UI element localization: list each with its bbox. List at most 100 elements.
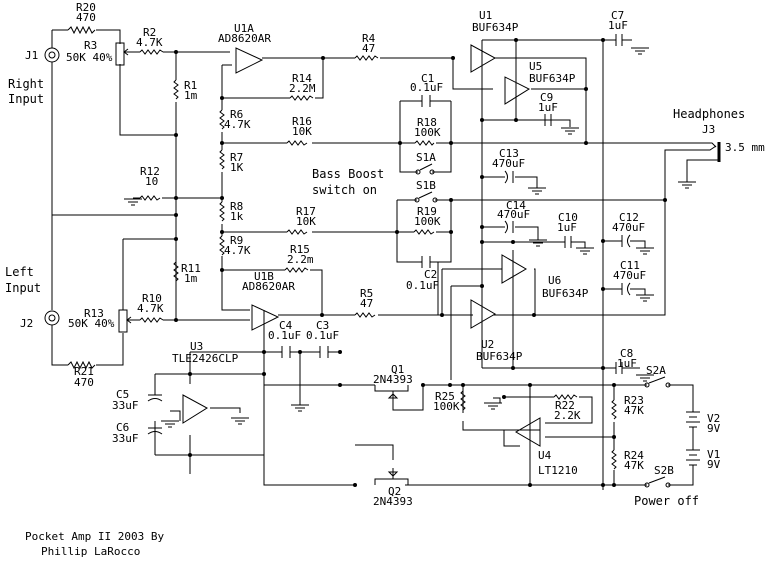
q1-ref-label: Q1: [391, 363, 404, 376]
r8-ref-label: R8: [230, 200, 243, 213]
u1-buffer-symbol: [470, 44, 497, 73]
r22-symbol: [553, 394, 578, 400]
c12-value-label: 470uF: [612, 221, 645, 234]
c12-symbol: [621, 234, 646, 248]
ground-icon: [635, 294, 655, 302]
u6-buffer-symbol: [501, 254, 527, 284]
j3-ref-label: J3: [702, 123, 715, 136]
r6-symbol: [219, 109, 225, 130]
r14-value-label: 2.2M: [289, 82, 316, 95]
u3-ref-label: U3: [190, 340, 203, 353]
ground-icon: [635, 247, 655, 255]
q2-ref-label: Q2: [388, 485, 401, 498]
r17-symbol: [286, 229, 308, 235]
r24-symbol: [611, 449, 617, 470]
r17-value-label: 10K: [296, 215, 316, 228]
ground-icon: [290, 404, 310, 412]
r4-symbol: [354, 55, 379, 61]
r23-value-label: 47K: [624, 404, 644, 417]
u1a-value-label: AD8620AR: [218, 32, 271, 45]
c3-value-label: 0.1uF: [306, 329, 339, 342]
r10-value-label: 4.7K: [137, 302, 164, 315]
r8-value-label: 1k: [230, 210, 244, 223]
r3-ref-label: R3: [84, 39, 97, 52]
r15-ref-label: R15: [290, 243, 310, 256]
r12-ref-label: R12: [140, 165, 160, 178]
r18-ref-label: R18: [417, 116, 437, 129]
j3-headphone-jack-symbol: [686, 142, 721, 182]
r24-value-label: 47K: [624, 459, 644, 472]
amplifiers: [182, 44, 541, 447]
r18-symbol: [414, 140, 435, 146]
r2-value-label: 4.7K: [136, 36, 163, 49]
c11-value-label: 470uF: [613, 269, 646, 282]
s1b-symbol: [418, 191, 433, 199]
r16-value-label: 10K: [292, 125, 312, 138]
bass-boost-note-2: switch on: [312, 183, 377, 197]
u1-value-label: BUF634P: [472, 21, 519, 34]
s1a-label: S1A: [416, 151, 436, 164]
q1-jfet-symbol: [374, 385, 409, 403]
c6-value-label: 33uF: [112, 432, 139, 445]
r10-ref-label: R10: [142, 292, 162, 305]
u6-value-label: BUF634P: [542, 287, 589, 300]
j1-label: J1: [25, 49, 38, 62]
s2b-symbol: [648, 476, 666, 484]
right-input-label-1: Right: [8, 77, 44, 91]
u1a-opamp-symbol: [235, 47, 264, 74]
u1b-value-label: AD8620AR: [242, 280, 295, 293]
c8-symbol: [615, 362, 623, 374]
r13-potentiometer-symbol: [118, 309, 128, 333]
r11-value-label: 1m: [184, 272, 198, 285]
r9-symbol: [219, 235, 225, 256]
c7-symbol: [615, 34, 623, 46]
r17-ref-label: R17: [296, 205, 316, 218]
c8-value-label: 1uF: [617, 357, 637, 370]
ground-icon: [123, 198, 143, 206]
r15-value-label: 2.2m: [287, 253, 314, 266]
r1-symbol: [173, 79, 179, 100]
u2-ref-label: U2: [481, 338, 494, 351]
j2-label: J2: [20, 317, 33, 330]
c7-ref-label: C7: [611, 9, 624, 22]
wiring: [51, 29, 700, 490]
r21-ref-label: R21: [74, 365, 94, 378]
c5-ref-label: C5: [116, 388, 129, 401]
labels: R20 470 J1 R3 50K 40% R2 4.7K Right Inpu…: [5, 1, 765, 558]
c8-ref-label: C8: [620, 347, 633, 360]
r4-value-label: 47: [362, 42, 375, 55]
r19-ref-label: R19: [417, 205, 437, 218]
ground-icon: [230, 417, 250, 425]
j2-jack-symbol: [44, 310, 60, 326]
u6-ref-label: U6: [548, 274, 561, 287]
r8-symbol: [219, 201, 225, 222]
r7-value-label: 1K: [230, 161, 244, 174]
r15-symbol: [284, 267, 309, 273]
r1-value-label: 1m: [184, 89, 198, 102]
c12-ref-label: C12: [619, 211, 639, 224]
u4-opamp-symbol: [515, 417, 541, 447]
r9-ref-label: R9: [230, 234, 243, 247]
r14-symbol: [289, 95, 314, 101]
v2-battery-symbol: [686, 411, 700, 445]
r21-symbol: [67, 360, 96, 370]
v1-battery-symbol: [686, 449, 700, 478]
r12-value-label: 10: [145, 175, 158, 188]
ground-icon: [575, 247, 595, 255]
v1-value-label: 9V: [707, 458, 721, 471]
c5-value-label: 33uF: [112, 399, 139, 412]
u1a-ref-label: U1A: [234, 22, 254, 35]
c14-symbol: [504, 220, 514, 234]
r9-value-label: 4.7K: [224, 244, 251, 257]
c13-value-label: 470uF: [492, 157, 525, 170]
batteries: [686, 411, 700, 478]
c13-ref-label: C13: [499, 147, 519, 160]
r21-value-label: 470: [74, 376, 94, 389]
j3-value-label: 3.5 mm: [725, 141, 765, 154]
capacitors: [147, 34, 646, 435]
u2-buffer-symbol: [470, 299, 496, 329]
c9-value-label: 1uF: [538, 101, 558, 114]
c3-c4-symbol: [264, 346, 340, 358]
c14-ref-label: C14: [506, 199, 526, 212]
